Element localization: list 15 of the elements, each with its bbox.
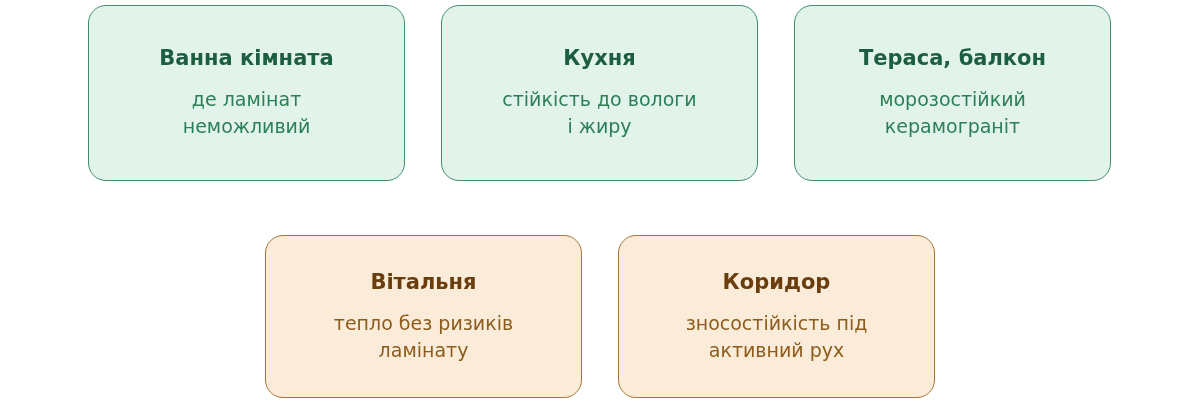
card-title: Коридор <box>722 269 831 294</box>
room-card <box>441 5 758 181</box>
room-card <box>265 235 582 398</box>
card-description: стійкість до вологи і жиру <box>501 87 698 139</box>
card-title: Кухня <box>563 46 636 70</box>
card-title: Вітальня <box>370 269 477 294</box>
card-description: тепло без ризиків ламінату <box>332 310 515 363</box>
card-title: Ванна кімната <box>159 46 334 70</box>
card-description: зносостійкість під активний рух <box>684 310 869 363</box>
card-description: де ламінат неможливий <box>181 87 312 139</box>
room-card <box>794 5 1111 181</box>
card-title: Тераса, балкон <box>858 46 1047 70</box>
room-card <box>88 5 405 181</box>
room-card <box>618 235 935 398</box>
card-description: морозостійкий керамограніт <box>878 87 1027 139</box>
